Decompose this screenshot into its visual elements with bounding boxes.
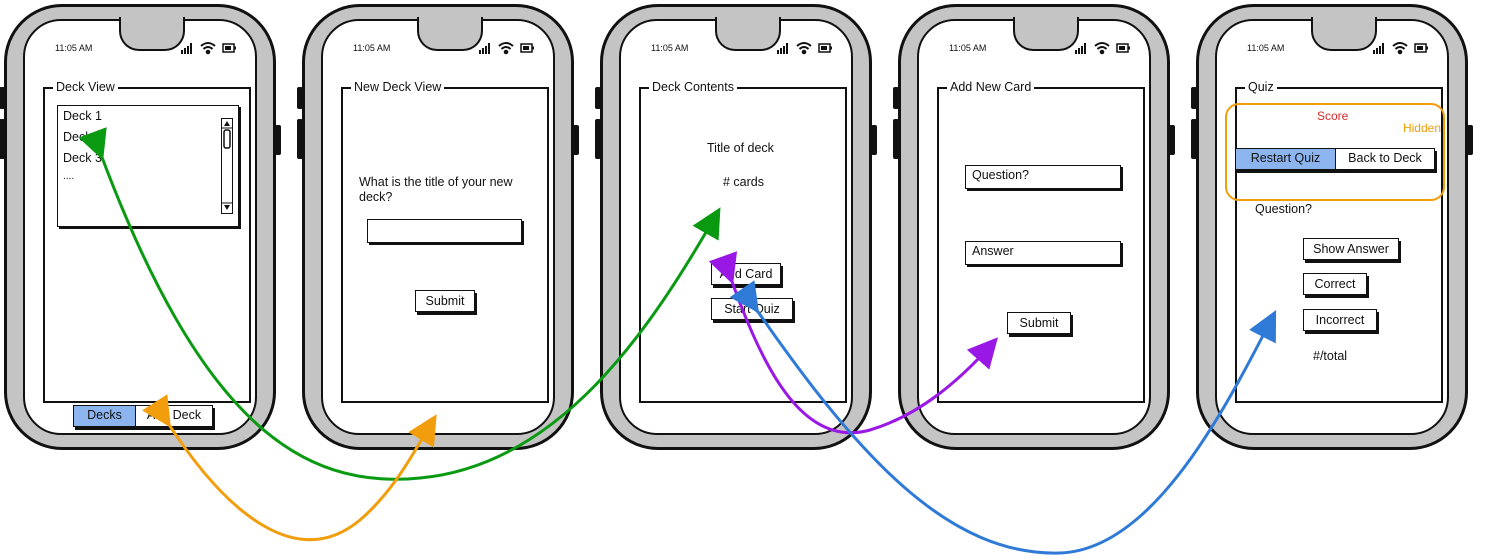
side-button: [573, 125, 579, 155]
deck-title-text: Title of deck: [707, 141, 774, 155]
phone-new-deck-view: 11:05 AM New Deck View What is the title…: [297, 4, 579, 450]
bottom-tab-bar: Decks Add Deck: [73, 405, 213, 427]
notch: [417, 17, 483, 51]
status-time: 11:05 AM: [1247, 43, 1285, 53]
notch: [119, 17, 185, 51]
status-time: 11:05 AM: [949, 43, 987, 53]
frame-title: Deck Contents: [649, 80, 737, 94]
side-button: [1191, 119, 1197, 159]
card-count-text: # cards: [723, 175, 764, 189]
phone-deck-contents: 11:05 AM Deck Contents Title of deck # c…: [595, 4, 877, 450]
side-button: [275, 125, 281, 155]
battery-icon: [818, 43, 832, 53]
status-icons: [777, 42, 832, 55]
battery-icon: [1116, 43, 1130, 53]
hidden-score-panel: Score Hidden Restart Quiz Back to Deck: [1225, 103, 1445, 201]
tab-add-deck[interactable]: Add Deck: [146, 408, 202, 422]
side-button: [297, 119, 303, 159]
hidden-label: Hidden: [1402, 121, 1441, 135]
phone-add-new-card: 11:05 AM Add New Card Question? Answer S…: [893, 4, 1175, 450]
status-icons: [479, 42, 534, 55]
correct-button[interactable]: Correct: [1303, 273, 1367, 295]
wifi-icon: [1392, 42, 1408, 55]
status-icons: [1373, 42, 1428, 55]
screen: 11:05 AM Deck View Deck 1 Deck 2 Deck 3 …: [23, 17, 257, 435]
side-button: [1191, 87, 1197, 109]
progress-text: #/total: [1313, 349, 1348, 363]
side-button: [297, 87, 303, 109]
side-button: [595, 87, 601, 109]
frame-title: New Deck View: [351, 80, 445, 94]
status-icons: [181, 42, 236, 55]
answer-input[interactable]: Answer: [965, 241, 1121, 265]
tab-decks[interactable]: Decks: [74, 406, 136, 426]
phone-quiz: 11:05 AM Quiz Score Hidden Restart Quiz …: [1191, 4, 1473, 450]
submit-button[interactable]: Submit: [415, 290, 475, 312]
signal-icon: [181, 43, 192, 54]
side-button: [595, 119, 601, 159]
deck-title-input[interactable]: [367, 219, 522, 243]
status-time: 11:05 AM: [353, 43, 391, 53]
incorrect-button[interactable]: Incorrect: [1303, 309, 1377, 331]
phone-deck-view: 11:05 AM Deck View Deck 1 Deck 2 Deck 3 …: [0, 4, 281, 450]
frame-title: Quiz: [1245, 80, 1277, 94]
deck-contents-frame: Deck Contents Title of deck # cards Add …: [639, 80, 847, 403]
frame-title: Add New Card: [947, 80, 1035, 94]
new-deck-question: What is the title of your new deck?: [359, 175, 513, 204]
status-time: 11:05 AM: [55, 43, 93, 53]
status-icons: [1075, 42, 1130, 55]
side-button: [0, 119, 5, 159]
notch: [715, 17, 781, 51]
signal-icon: [1373, 43, 1384, 54]
side-button: [893, 119, 899, 159]
quiz-actions: Restart Quiz Back to Deck: [1235, 148, 1435, 170]
wifi-icon: [796, 42, 812, 55]
restart-quiz-button[interactable]: Restart Quiz: [1236, 149, 1336, 169]
screen: 11:05 AM Quiz Score Hidden Restart Quiz …: [1215, 17, 1449, 435]
wifi-icon: [498, 42, 514, 55]
notch: [1311, 17, 1377, 51]
status-time: 11:05 AM: [651, 43, 689, 53]
quiz-question: Question?: [1255, 202, 1312, 216]
side-button: [1467, 125, 1473, 155]
signal-icon: [479, 43, 490, 54]
list-item-deck-2[interactable]: Deck 2: [63, 130, 102, 144]
submit-button[interactable]: Submit: [1007, 312, 1071, 334]
deck-view-frame: Deck View Deck 1 Deck 2 Deck 3 ....: [43, 80, 251, 403]
wifi-icon: [1094, 42, 1110, 55]
question-input[interactable]: Question?: [965, 165, 1121, 189]
add-card-button[interactable]: Add Card: [711, 263, 781, 285]
screen: 11:05 AM Deck Contents Title of deck # c…: [619, 17, 853, 435]
scrollbar[interactable]: [221, 118, 233, 214]
list-item-more: ....: [63, 171, 75, 182]
wifi-icon: [200, 42, 216, 55]
start-quiz-button[interactable]: Start Quiz: [711, 298, 793, 320]
list-item-deck-1[interactable]: Deck 1: [63, 109, 102, 123]
notch: [1013, 17, 1079, 51]
scroll-up-icon: [223, 121, 230, 126]
back-to-deck-button[interactable]: Back to Deck: [1348, 151, 1422, 165]
show-answer-button[interactable]: Show Answer: [1303, 238, 1399, 260]
new-deck-view-frame: New Deck View What is the title of your …: [341, 80, 549, 403]
side-button: [1169, 125, 1175, 155]
side-button: [871, 125, 877, 155]
battery-icon: [1414, 43, 1428, 53]
score-text: Score: [1317, 109, 1349, 123]
screen: 11:05 AM Add New Card Question? Answer S…: [917, 17, 1151, 435]
side-button: [0, 87, 5, 109]
battery-icon: [222, 43, 236, 53]
signal-icon: [1075, 43, 1086, 54]
add-new-card-frame: Add New Card Question? Answer Submit: [937, 80, 1145, 403]
deck-list[interactable]: Deck 1 Deck 2 Deck 3 ....: [57, 105, 239, 227]
quiz-frame: Quiz Score Hidden Restart Quiz Back to D…: [1225, 80, 1445, 403]
side-button: [893, 87, 899, 109]
frame-title: Deck View: [53, 80, 118, 94]
list-item-deck-3[interactable]: Deck 3: [63, 151, 102, 165]
scroll-thumb: [222, 129, 231, 149]
battery-icon: [520, 43, 534, 53]
signal-icon: [777, 43, 788, 54]
screen: 11:05 AM New Deck View What is the title…: [321, 17, 555, 435]
scroll-down-icon: [223, 205, 230, 210]
